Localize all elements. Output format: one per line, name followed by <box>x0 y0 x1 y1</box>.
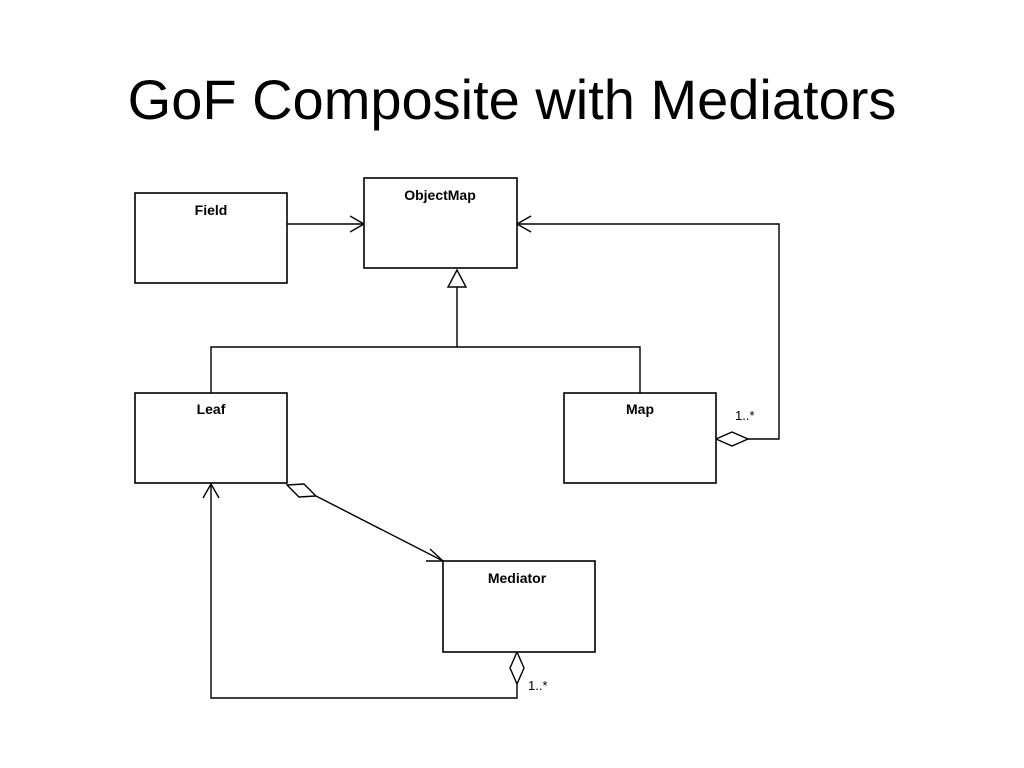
field-to-objectmap-association <box>287 215 366 233</box>
class-name-map: Map <box>626 401 654 417</box>
leaf-aggregation-diamond-icon <box>285 483 318 498</box>
class-name-field: Field <box>195 202 228 218</box>
class-name-leaf: Leaf <box>197 401 226 417</box>
class-name-mediator: Mediator <box>488 570 547 586</box>
class-leaf: Leaf <box>134 392 288 484</box>
relationships <box>202 215 780 699</box>
inheritance-triangle-icon <box>446 268 468 288</box>
leaf-to-mediator-aggregation <box>285 483 445 562</box>
mediator-aggregation-diamond-icon <box>509 650 525 686</box>
generalization-to-objectmap <box>210 268 641 393</box>
map-aggregation-diamond-icon <box>714 431 750 447</box>
class-name-objectmap: ObjectMap <box>404 187 476 203</box>
class-objectmap: ObjectMap <box>363 177 518 269</box>
class-mediator: Mediator <box>442 560 596 653</box>
class-field: Field <box>134 192 288 284</box>
mediator-to-leaf-aggregation <box>202 482 525 699</box>
slide-title: GoF Composite with Mediators <box>127 68 897 131</box>
multiplicity-label-map: 1..* <box>735 408 755 423</box>
multiplicity-label-mediator: 1..* <box>528 678 548 693</box>
class-map: Map <box>563 392 717 484</box>
map-to-objectmap-aggregation <box>515 215 780 447</box>
